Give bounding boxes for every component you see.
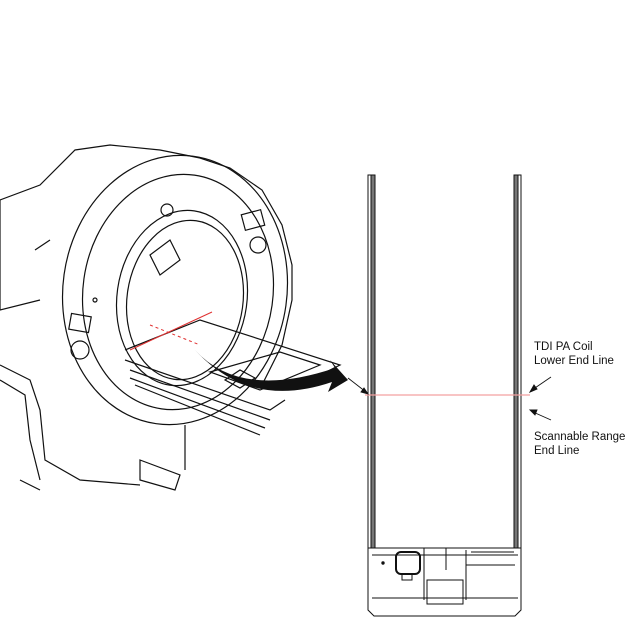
scannable-range-label-line1: Scannable Range — [534, 431, 626, 443]
scannable-range-label: Scannable Range End Line — [534, 430, 625, 458]
laser-dashed-line — [149, 324, 201, 346]
curved-arrow — [195, 350, 348, 392]
coil-end-label-line1: TDI PA Coil — [534, 341, 593, 353]
scannable-range-label-line2: End Line — [534, 445, 580, 457]
table-top-view — [367, 174, 522, 617]
coil-end-label: TDI PA Coil Lower End Line — [534, 340, 614, 368]
coil-end-label-line2: Lower End Line — [534, 355, 614, 367]
laser-line-scanner — [129, 311, 213, 351]
mri-scanner-illustration — [0, 144, 342, 491]
pointer-arrows — [347, 376, 552, 421]
